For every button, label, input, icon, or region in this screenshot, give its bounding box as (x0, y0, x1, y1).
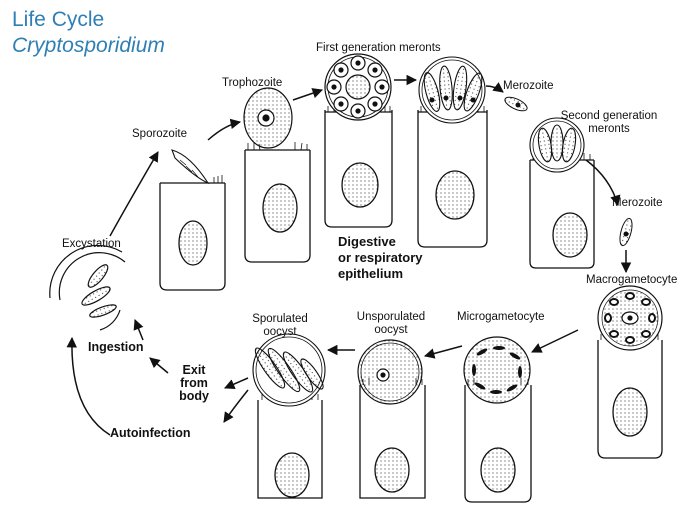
label-unsporulated-line-2: oocyst (346, 324, 436, 337)
host-cell-sporozoite (160, 183, 225, 290)
label-center-line-1: Digestive (338, 234, 423, 250)
sporozoite-stage (172, 150, 208, 183)
label-sporulated-line-2: oocyst (240, 326, 320, 339)
merozoite-1-stage (503, 94, 529, 113)
first-meront-a-stage (325, 54, 391, 120)
macrogametocyte-stage (598, 286, 662, 350)
arrow-trophozoite-to-meront (293, 90, 322, 100)
label-autoinfection: Autoinfection (110, 427, 191, 440)
arrow-macro-to-micro (532, 330, 578, 352)
sporulated-oocyst-stage (251, 334, 326, 406)
arrow-sporulated-to-exit (225, 378, 248, 388)
arrow-micro-to-unsporulated (425, 346, 462, 356)
label-macrogametocyte: Macrogametocyte (586, 274, 677, 287)
label-second-gen-meronts: Second generation meronts (544, 110, 674, 136)
first-meront-b-stage (419, 57, 485, 123)
merozoite-2-stage (618, 217, 635, 247)
label-ingestion: Ingestion (88, 341, 144, 354)
label-unsporulated-oocyst: Unsporulated oocyst (346, 311, 436, 337)
host-cell-sporulated (258, 400, 322, 498)
excystation-stage (50, 245, 125, 330)
trophozoite-stage (244, 88, 292, 148)
arrow-excystation-to-sporozoite (110, 152, 158, 236)
arrow-exit-to-ingestion (150, 358, 168, 373)
label-merozoite-2: Merozoite (612, 197, 663, 210)
arrow-ingestion-to-excystation (135, 320, 143, 340)
arrow-meront-b-to-merozoite (486, 86, 503, 92)
unsporulated-oocyst-stage (358, 340, 422, 404)
microgametocyte-stage (464, 337, 530, 403)
label-second-gen-line-1: Second generation (544, 110, 674, 123)
label-sporulated-oocyst: Sporulated oocyst (240, 313, 320, 339)
label-trophozoite: Trophozoite (222, 77, 282, 90)
label-microgametocyte: Microgametocyte (457, 311, 545, 324)
label-sporulated-line-1: Sporulated (240, 313, 320, 326)
label-first-gen-meronts: First generation meronts (316, 42, 441, 55)
label-exit-line-3: body (170, 390, 218, 403)
arrow-sporulated-to-autoinfection (224, 390, 248, 422)
label-center-line-2: or respiratory (338, 250, 423, 266)
host-cell-trophozoite (245, 150, 310, 262)
host-cell-macrogametocyte (598, 340, 662, 458)
label-center-epithelium: Digestive or respiratory epithelium (338, 234, 423, 282)
label-exit-from-body: Exit from body (170, 364, 218, 403)
host-cell-first-meront-a (325, 110, 392, 227)
host-cell-first-meront-b (418, 110, 487, 247)
host-cell-second-meront (530, 160, 594, 268)
label-second-gen-line-2: meronts (544, 123, 674, 136)
label-center-line-3: epithelium (338, 266, 423, 282)
label-excystation: Excystation (62, 238, 121, 251)
label-unsporulated-line-1: Unsporulated (346, 311, 436, 324)
arrow-sporozoite-to-trophozoite (208, 122, 240, 140)
label-merozoite-1: Merozoite (503, 80, 554, 93)
label-sporozoite: Sporozoite (132, 128, 187, 141)
